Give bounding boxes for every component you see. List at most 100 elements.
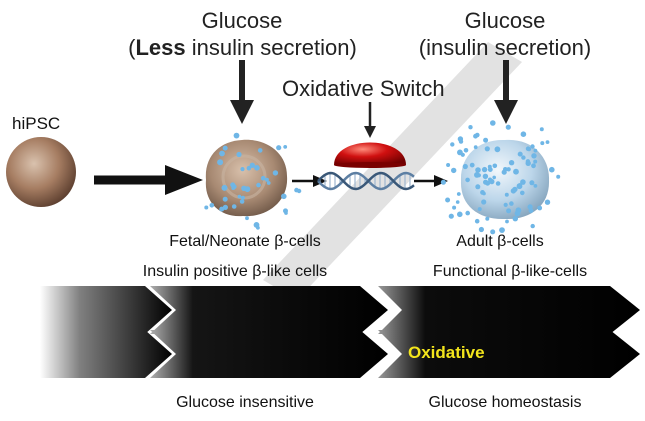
granule-dot	[249, 162, 255, 168]
granule-dot	[504, 192, 509, 197]
granule-dot	[448, 213, 454, 219]
row2-arrow-2	[150, 330, 388, 378]
granule-dot	[468, 125, 473, 130]
granule-dot	[257, 148, 263, 153]
granule-dot	[465, 177, 470, 183]
granule-dot	[492, 175, 497, 180]
granule-dot	[531, 163, 536, 169]
granule-dot	[499, 227, 505, 234]
granule-dot	[209, 203, 215, 208]
glucose-insensitive-label: Glucose insensitive	[176, 394, 314, 411]
less-emphasis: Less	[135, 35, 186, 60]
granule-dot	[539, 127, 544, 132]
granule-dot	[533, 148, 538, 153]
granule-dot	[452, 205, 457, 210]
granule-dot	[520, 131, 527, 137]
granule-dot	[545, 140, 550, 145]
granule-dot	[481, 199, 487, 205]
arrows-row-bottom	[40, 330, 640, 378]
granule-dot	[503, 202, 508, 207]
granule-dot	[485, 216, 490, 221]
granule-dot	[508, 160, 515, 166]
granule-dot	[450, 142, 455, 147]
arrow-down-icon	[494, 60, 518, 124]
granule-dot	[531, 153, 537, 159]
granule-dot	[473, 133, 478, 139]
granule-dot	[520, 190, 525, 196]
insulin-secretion-text: insulin secretion)	[185, 35, 357, 60]
granule-dot	[520, 179, 526, 185]
granule-dot	[506, 208, 512, 214]
granule-dot	[495, 181, 501, 186]
granule-dot	[525, 159, 531, 164]
arrow-right-icon	[414, 175, 448, 187]
granule-dot	[475, 184, 481, 190]
granule-dot	[260, 175, 266, 181]
granule-dot	[204, 205, 209, 210]
less-insulin-secretion-label: (Less insulin secretion)	[100, 35, 385, 61]
granule-dot	[503, 167, 508, 172]
granule-dot	[246, 165, 252, 171]
granule-dot	[533, 184, 538, 188]
dna-strand	[317, 171, 415, 191]
granule-dot	[473, 145, 478, 150]
granule-dot	[222, 196, 228, 202]
granule-dot	[505, 219, 509, 224]
granule-dot	[256, 225, 260, 230]
hipsc-label: hiPSC	[12, 114, 61, 133]
granule-dot	[222, 204, 228, 210]
granule-dot	[556, 174, 561, 179]
granule-dot	[240, 167, 245, 172]
granule-dot	[451, 167, 457, 174]
granule-dot	[530, 144, 535, 149]
insulin-positive-label: Insulin positive β-like cells	[142, 263, 328, 280]
granule-dot	[485, 180, 491, 186]
granule-dot	[236, 151, 242, 158]
oxidative-switch-label: Oxidative Switch	[282, 76, 445, 101]
insulin-secretion-label: (insulin secretion)	[418, 35, 592, 60]
arrows-row-top	[40, 286, 640, 334]
granule-dot	[456, 192, 461, 196]
granule-dot	[283, 145, 288, 149]
granule-dot	[245, 216, 249, 221]
glucose-homeostasis-label: Glucose homeostasis	[428, 394, 582, 411]
granule-dot	[294, 187, 299, 193]
fetal-beta-cell-icon	[204, 132, 302, 230]
granule-dot	[512, 216, 518, 222]
granule-dot	[237, 194, 242, 199]
glucose-right-title: Glucose	[464, 8, 546, 33]
granule-dot	[281, 193, 287, 200]
granule-dot	[457, 211, 463, 218]
granule-dot	[518, 183, 522, 187]
granule-dot	[509, 201, 514, 206]
row1-arrow-2	[150, 286, 388, 334]
arrow-right-icon	[94, 165, 203, 195]
row1-arrow-3	[378, 286, 640, 334]
row2-arrow-1	[40, 330, 172, 378]
granule-dot	[219, 150, 225, 157]
granule-dot	[530, 223, 535, 229]
granule-dot	[484, 146, 490, 152]
granule-dot	[455, 200, 460, 204]
granule-dot	[283, 208, 288, 214]
granule-dot	[254, 165, 260, 171]
granule-dot	[533, 159, 538, 164]
fetal-cells-label: Fetal/Neonate β-cells	[169, 233, 321, 250]
granule-dot	[475, 167, 481, 173]
granule-dot	[231, 204, 237, 209]
granule-dot	[474, 218, 480, 224]
granule-dot	[477, 207, 482, 212]
granule-dot	[510, 188, 517, 194]
granule-dot	[239, 199, 245, 204]
granule-dot	[458, 139, 464, 144]
granule-dot	[446, 163, 451, 167]
granule-dot	[488, 177, 492, 182]
granule-dot	[483, 137, 489, 143]
dna-helix-icon	[317, 171, 415, 191]
granule-dot	[529, 180, 535, 186]
adult-beta-cell-icon	[440, 120, 561, 235]
dna-strand	[317, 171, 415, 191]
oxidative-switch-dome-icon	[334, 142, 406, 165]
granule-dot	[217, 159, 224, 166]
granule-dot	[526, 147, 532, 152]
